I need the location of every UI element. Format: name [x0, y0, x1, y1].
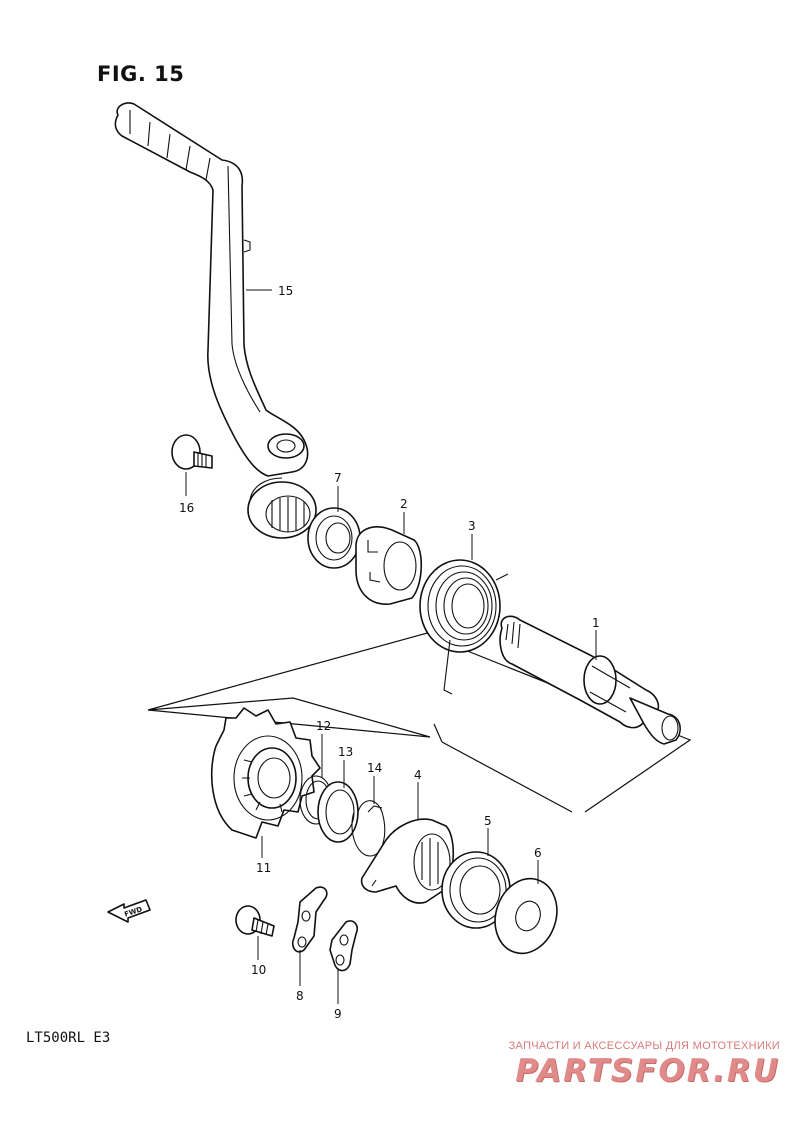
callout-8: 8 — [296, 989, 304, 1003]
callout-12: 12 — [316, 719, 331, 733]
kick-guide — [355, 526, 423, 605]
callout-5: 5 — [484, 814, 492, 828]
callout-11: 11 — [256, 861, 271, 875]
callout-10: 10 — [251, 963, 266, 977]
shaft-washer — [494, 877, 558, 955]
callout-labels: 15 16 7 2 3 1 12 13 14 4 5 6 11 10 8 9 — [179, 284, 600, 1021]
callout-1: 1 — [592, 616, 600, 630]
callout-15: 15 — [278, 284, 293, 298]
callout-13: 13 — [338, 745, 353, 759]
watermark-tagline: ЗАПЧАСТИ И АКСЕССУАРЫ ДЛЯ МОТОТЕХНИКИ — [508, 1040, 780, 1052]
figure-title: FIG. 15 — [97, 62, 185, 86]
callout-9: 9 — [334, 1007, 342, 1021]
kick-ratchet — [360, 818, 455, 904]
callout-16: 16 — [179, 501, 194, 515]
callout-2: 2 — [400, 497, 408, 511]
kick-starter-shaft — [499, 615, 681, 745]
ratchet-spring — [441, 851, 511, 929]
kick-driven-gear — [210, 707, 321, 839]
model-code: LT500RL E3 — [26, 1030, 111, 1046]
kick-drive-spring — [351, 800, 386, 857]
lever-bolt — [171, 434, 213, 470]
kick-return-spring — [419, 559, 509, 695]
lock-washer-9 — [329, 920, 359, 972]
lock-washer-8 — [291, 886, 328, 953]
fwd-arrow-icon: FWD — [107, 899, 151, 923]
callout-4: 4 — [414, 768, 422, 782]
oil-seal — [307, 507, 361, 569]
watermark-logo: PARTSFOR.RU — [515, 1053, 780, 1089]
leader-lines — [185, 289, 597, 1004]
guide-bolt — [235, 905, 275, 937]
callout-3: 3 — [468, 519, 476, 533]
kick-starter-lever — [114, 102, 309, 477]
lever-splined-boss — [247, 477, 317, 539]
callout-14: 14 — [367, 761, 382, 775]
frame-break — [433, 723, 443, 743]
callout-7: 7 — [334, 471, 342, 485]
callout-6: 6 — [534, 846, 542, 860]
